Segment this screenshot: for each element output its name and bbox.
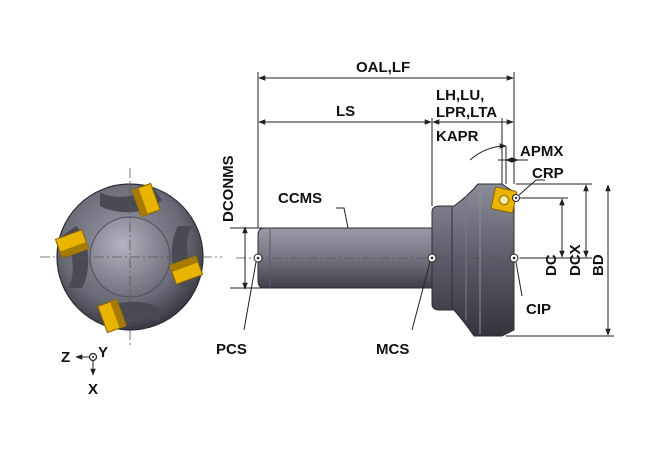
axis-y-label: Y [98,344,108,361]
pcs-point-icon [253,253,263,263]
dimension-lines [230,72,614,337]
coordinate-axes: Z Y X [61,344,108,398]
insert-top [131,182,161,218]
label-kapr: KAPR [436,128,479,145]
insert-side-view [490,186,518,214]
label-lh-lu: LH,LU, [436,87,484,104]
reference-points [253,194,520,263]
cutter-side-view [236,183,526,337]
label-crp: CRP [532,165,564,182]
label-ccms: CCMS [278,190,322,207]
label-cip: CIP [526,301,551,318]
mcs-point-icon [427,253,437,263]
label-dc: DC [543,254,560,276]
label-lpr-lta: LPR,LTA [436,104,497,121]
label-pcs: PCS [216,341,247,358]
cutter-end-view [40,168,222,346]
label-oal-lf: OAL,LF [356,59,410,76]
axis-x-label: X [88,381,98,398]
insert-left [54,229,90,259]
axis-z-label: Z [61,349,70,366]
label-dcx: DCX [567,244,584,276]
label-dconms: DCONMS [220,155,237,222]
insert-bottom [97,298,127,334]
label-mcs: MCS [376,341,409,358]
crp-point-icon [512,194,520,202]
cip-point-icon [509,253,519,263]
label-bd: BD [590,254,607,276]
dimension-labels: OAL,LF LS LH,LU, LPR,LTA KAPR APMX CRP D… [216,59,607,358]
label-ls: LS [336,103,355,120]
insert-right [168,255,204,285]
label-apmx: APMX [520,143,563,160]
